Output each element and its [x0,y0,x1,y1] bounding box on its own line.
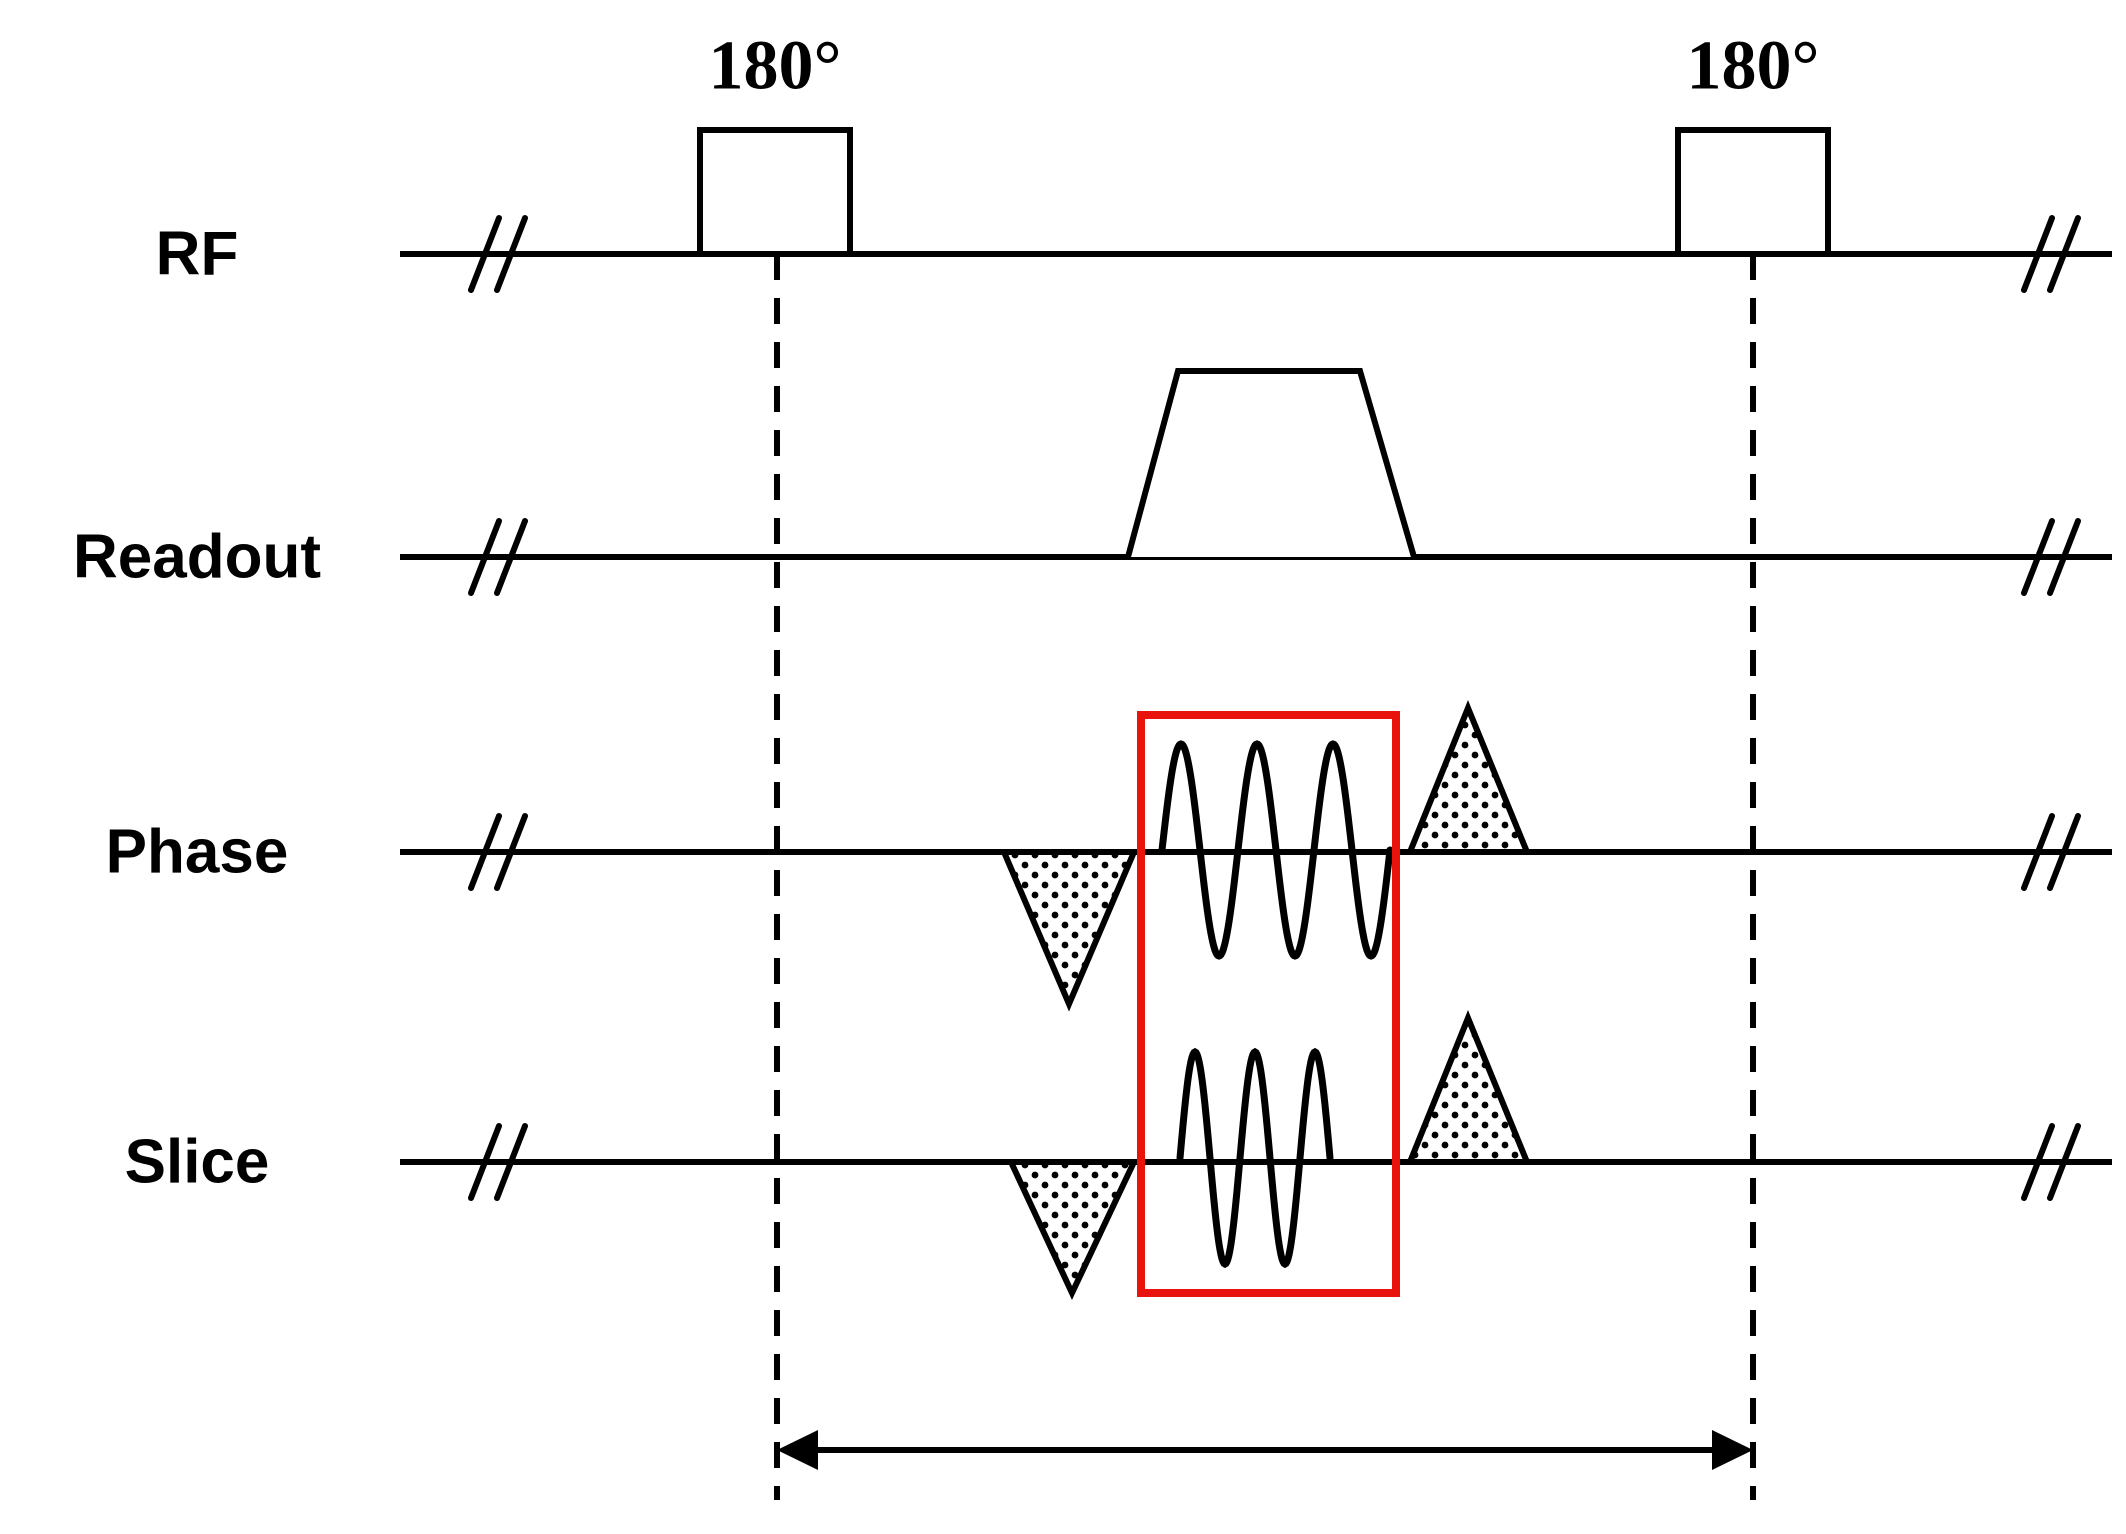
slice-oscillating-gradient [1176,1047,1334,1269]
readout-gradient-trapezoid [1125,368,1417,558]
phase-oscillating-gradient [1158,740,1394,960]
slice-positive-gradient-triangle [1405,1010,1532,1165]
row-label-readout: Readout [73,523,321,592]
interval-arrow [777,1430,1753,1470]
rf-180-pulse-first [697,127,853,257]
phase-positive-gradient-triangle [1405,700,1532,855]
rf-180-pulse-second [1675,127,1831,257]
slice-negative-gradient-triangle [1006,1159,1139,1301]
arrowhead-left-icon [777,1430,818,1470]
break-marks [468,215,2081,1201]
pulse-label-180-first: 180° [709,28,842,105]
arrowhead-right-icon [1712,1430,1753,1470]
phase-negative-gradient-triangle [999,849,1139,1012]
row-label-rf: RF [156,220,239,289]
row-label-slice: Slice [125,1128,270,1197]
highlight-box [1137,711,1400,1297]
row-label-phase: Phase [106,818,289,887]
pulse-label-180-second: 180° [1687,28,1820,105]
